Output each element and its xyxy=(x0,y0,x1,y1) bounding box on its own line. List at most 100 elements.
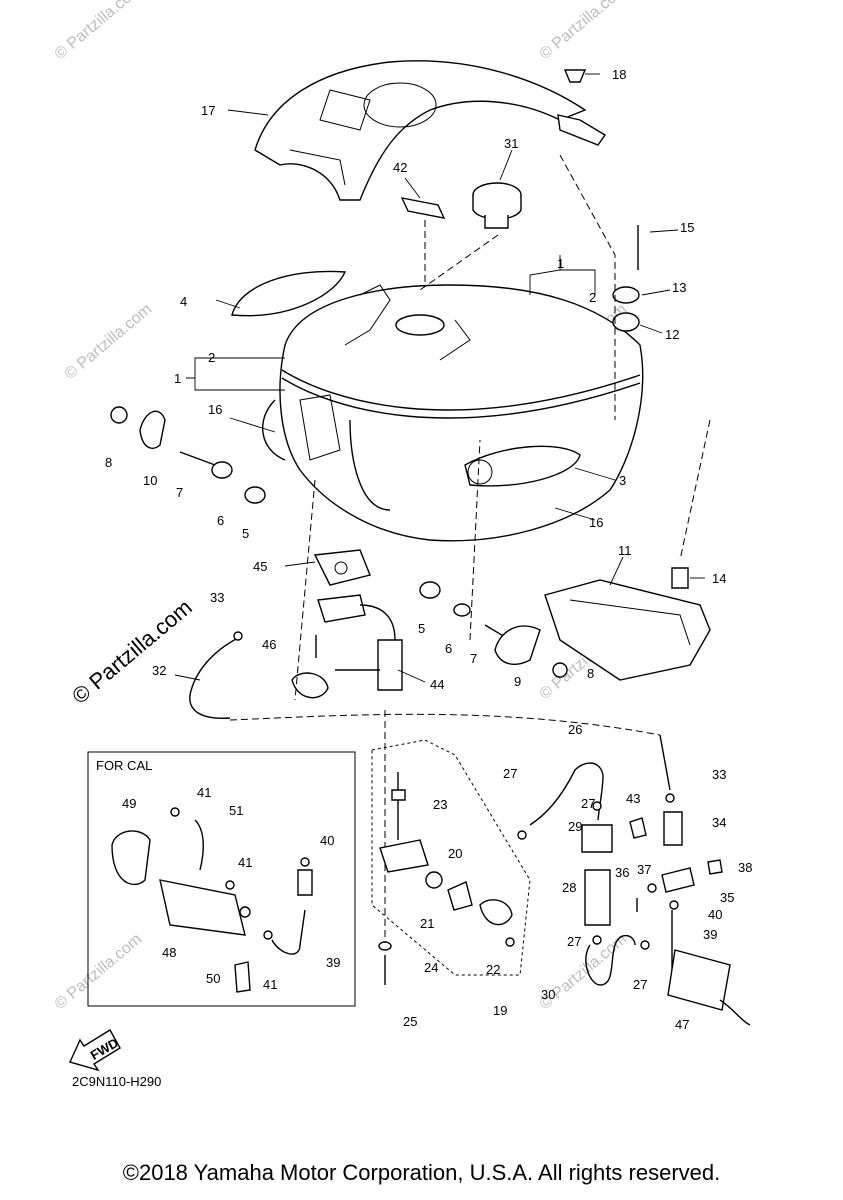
callout-5-right: 5 xyxy=(418,621,425,636)
part-45-gasket xyxy=(313,549,371,586)
watermark-main: © Partzilla.com xyxy=(67,594,197,708)
callout-20: 20 xyxy=(448,846,462,861)
fwd-label: FWD xyxy=(88,1035,121,1063)
part-26-hose xyxy=(529,762,604,826)
part-34-filter xyxy=(663,811,683,846)
callout-33-right: 33 xyxy=(712,767,726,782)
callout-39-left: 39 xyxy=(326,955,340,970)
part-27-clamp-3 xyxy=(592,935,602,945)
part-11-cover xyxy=(544,579,711,681)
part-29-pump xyxy=(581,824,613,853)
part-18-bracket xyxy=(557,114,607,146)
fwd-arrow: FWD xyxy=(69,1029,121,1072)
callout-22: 22 xyxy=(486,962,500,977)
callout-30: 30 xyxy=(541,987,555,1002)
part-1-fuel-tank xyxy=(279,284,644,542)
callout-45: 45 xyxy=(253,559,267,574)
callout-39-right: 39 xyxy=(703,927,717,942)
part-32-hose xyxy=(189,637,239,719)
callout-40-b: 40 xyxy=(708,907,722,922)
callout-31: 31 xyxy=(504,136,518,151)
callout-33-left: 33 xyxy=(210,590,224,605)
guide-line-3 xyxy=(559,154,616,420)
right-mount-hardware xyxy=(419,581,568,678)
callout-46: 46 xyxy=(262,637,276,652)
watermark-6: © Partzilla.com xyxy=(52,931,146,1013)
callout-8-right: 8 xyxy=(587,666,594,681)
part-27-clamp-4 xyxy=(640,940,650,950)
part-22-cover xyxy=(479,899,513,926)
guide-line-6 xyxy=(419,234,499,291)
part-23-filter-pipe xyxy=(391,772,406,840)
callout-16-right: 16 xyxy=(589,515,603,530)
callout-32: 32 xyxy=(152,663,166,678)
callout-2-left: 2 xyxy=(208,350,215,365)
callout-27-a: 27 xyxy=(503,766,517,781)
callout-49: 49 xyxy=(122,796,136,811)
callout-16-left: 16 xyxy=(208,402,222,417)
callout-14: 14 xyxy=(712,571,726,586)
callouts: 17 18 31 42 15 1 2 13 4 12 2 1 16 8 10 7… xyxy=(105,67,752,1032)
part-17-tank-cover xyxy=(254,60,587,201)
callout-2-right: 2 xyxy=(589,290,596,305)
copyright-notice: ©2018 Yamaha Motor Corporation, U.S.A. A… xyxy=(122,1160,721,1185)
callout-10: 10 xyxy=(143,473,157,488)
part-16-hose-right xyxy=(349,419,391,511)
callout-43: 43 xyxy=(626,791,640,806)
guide-line-8 xyxy=(469,439,481,641)
callout-40-a: 40 xyxy=(320,833,334,848)
callout-21: 21 xyxy=(420,916,434,931)
callout-51: 51 xyxy=(229,803,243,818)
part-24-washer xyxy=(378,941,392,951)
callout-35: 35 xyxy=(720,890,734,905)
callout-50: 50 xyxy=(206,971,220,986)
for-cal-inset xyxy=(87,751,356,1007)
part-44-fuel-sender xyxy=(291,594,403,699)
part-21-o-ring xyxy=(425,871,443,889)
part-31-fuel-cap xyxy=(472,182,522,229)
part-42-label xyxy=(400,197,446,219)
callout-6-right: 6 xyxy=(445,641,452,656)
callout-37: 37 xyxy=(637,862,651,877)
callout-7-left: 7 xyxy=(176,485,183,500)
callout-28: 28 xyxy=(562,880,576,895)
callout-11: 11 xyxy=(618,543,632,558)
callout-41-a: 41 xyxy=(197,785,211,800)
part-30-hose xyxy=(585,934,636,986)
callout-4: 4 xyxy=(180,294,187,309)
callout-5-left: 5 xyxy=(242,526,249,541)
for-cal-title: FOR CAL xyxy=(96,758,152,773)
callout-27-c: 27 xyxy=(567,934,581,949)
callout-24: 24 xyxy=(424,960,438,975)
callout-15: 15 xyxy=(680,220,694,235)
callout-18: 18 xyxy=(612,67,626,82)
guide-line-1 xyxy=(229,713,661,736)
callout-25: 25 xyxy=(403,1014,417,1029)
for-cal-parts xyxy=(111,807,313,993)
part-20-petcock-body xyxy=(379,839,429,873)
part-27-clamp-2 xyxy=(592,801,602,811)
left-mount-hardware xyxy=(110,406,266,504)
callout-47: 47 xyxy=(675,1017,689,1032)
watermark-3: © Partzilla.com xyxy=(62,301,156,383)
callout-23: 23 xyxy=(433,797,447,812)
diagram-code: 2C9N110-H290 xyxy=(72,1074,161,1089)
callout-27-d: 27 xyxy=(633,977,647,992)
guide-line-4 xyxy=(679,419,711,561)
part-33-clamp-right xyxy=(665,793,675,803)
part-47-fuel-pump xyxy=(667,949,751,1026)
part-40-clamp xyxy=(669,900,679,910)
callout-17: 17 xyxy=(201,103,215,118)
part-14-collar xyxy=(671,567,689,589)
part-28-filter xyxy=(584,869,611,926)
part-18-clip xyxy=(563,69,587,83)
callout-3: 3 xyxy=(619,473,626,488)
callout-41-c: 41 xyxy=(263,977,277,992)
leader-lines xyxy=(174,73,705,683)
callout-12: 12 xyxy=(665,327,679,342)
part-27-clamp-1 xyxy=(517,830,527,840)
part-12-13-dampers xyxy=(612,286,640,332)
callout-6-left: 6 xyxy=(217,513,224,528)
